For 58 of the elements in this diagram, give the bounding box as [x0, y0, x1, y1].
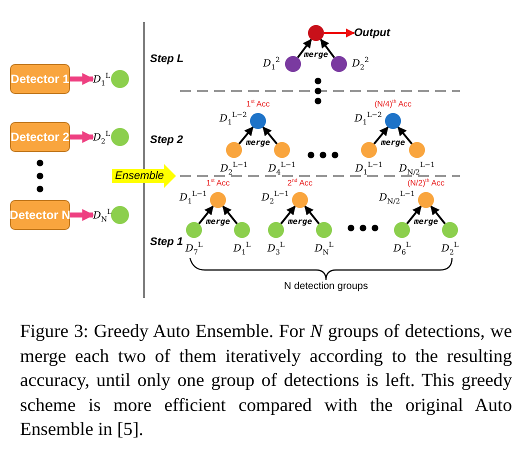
- arrow: [324, 28, 355, 38]
- arrow: [397, 126, 413, 144]
- arrow: [262, 126, 278, 144]
- step-label: Step 2: [150, 135, 184, 146]
- group-count-label: N detection groups: [284, 282, 368, 292]
- detection-node: [93, 206, 129, 224]
- detection-circle: [250, 113, 266, 129]
- arrow: [296, 38, 312, 58]
- arrow: [320, 38, 336, 58]
- detector-box: Detector N: [10, 200, 70, 230]
- accuracy-rank-label: 1$^{st}$ Acc: [246, 100, 270, 108]
- ensemble-arrow: Ensemble: [112, 164, 176, 188]
- detection-circle: [292, 192, 308, 208]
- detection-node: [93, 128, 129, 146]
- detection-circle: [394, 222, 410, 238]
- accuracy-rank-label: (N/2)$^{th}$ Acc: [407, 178, 445, 188]
- detection-circle: [308, 25, 324, 41]
- detection-circle: [186, 222, 202, 238]
- detection-circle: [268, 222, 284, 238]
- arrow: [198, 206, 214, 224]
- output-label: Output: [354, 26, 394, 40]
- detection-circle: [409, 142, 425, 158]
- detection-node: [93, 70, 129, 88]
- arrow: [430, 206, 446, 224]
- merge-label: merge: [206, 218, 230, 226]
- detector-box: Detector 2: [10, 122, 70, 152]
- merge-label: merge: [380, 139, 406, 147]
- accuracy-rank-label: 2$^{nd}$ Acc: [287, 178, 313, 188]
- arrow: [373, 126, 389, 144]
- accuracy-rank-label: (N/4)$^{th}$ Acc: [374, 100, 412, 108]
- arrow: [280, 206, 296, 224]
- detection-circle: [234, 222, 250, 238]
- arrow: [238, 126, 254, 144]
- arrow: [406, 206, 422, 224]
- detection-circle: [226, 142, 242, 158]
- detection-circle: [285, 56, 301, 72]
- step-label: Step 1: [150, 237, 184, 248]
- arrow: [70, 209, 94, 221]
- merge-label: merge: [304, 51, 328, 59]
- figure-caption: Figure 3: Greedy Auto Ensemble. For N groups of detections, we merge each two of them iteratively according to the resulting accuracy, until only one group of detections is left. This greedy scheme is more efficient compared with the original Auto Ensemble in [5].: [20, 320, 512, 442]
- detection-circle: [385, 113, 401, 129]
- arrow: [70, 73, 94, 85]
- step-label: Step L: [150, 54, 184, 65]
- detection-circle: [274, 142, 290, 158]
- arrow: [222, 206, 238, 224]
- arrow: [304, 206, 320, 224]
- arrow: [70, 131, 94, 143]
- detection-circle: [418, 192, 434, 208]
- detection-circle: [210, 192, 226, 208]
- merge-label: merge: [288, 218, 312, 226]
- detection-circle: [331, 56, 347, 72]
- merge-label: merge: [246, 139, 270, 147]
- detection-circle: [361, 142, 377, 158]
- detector-box: Detector 1: [10, 64, 70, 94]
- detection-circle: [442, 222, 458, 238]
- accuracy-rank-label: 1$^{st}$ Acc: [206, 178, 230, 188]
- detection-circle: [316, 222, 332, 238]
- merge-label: merge: [414, 218, 438, 226]
